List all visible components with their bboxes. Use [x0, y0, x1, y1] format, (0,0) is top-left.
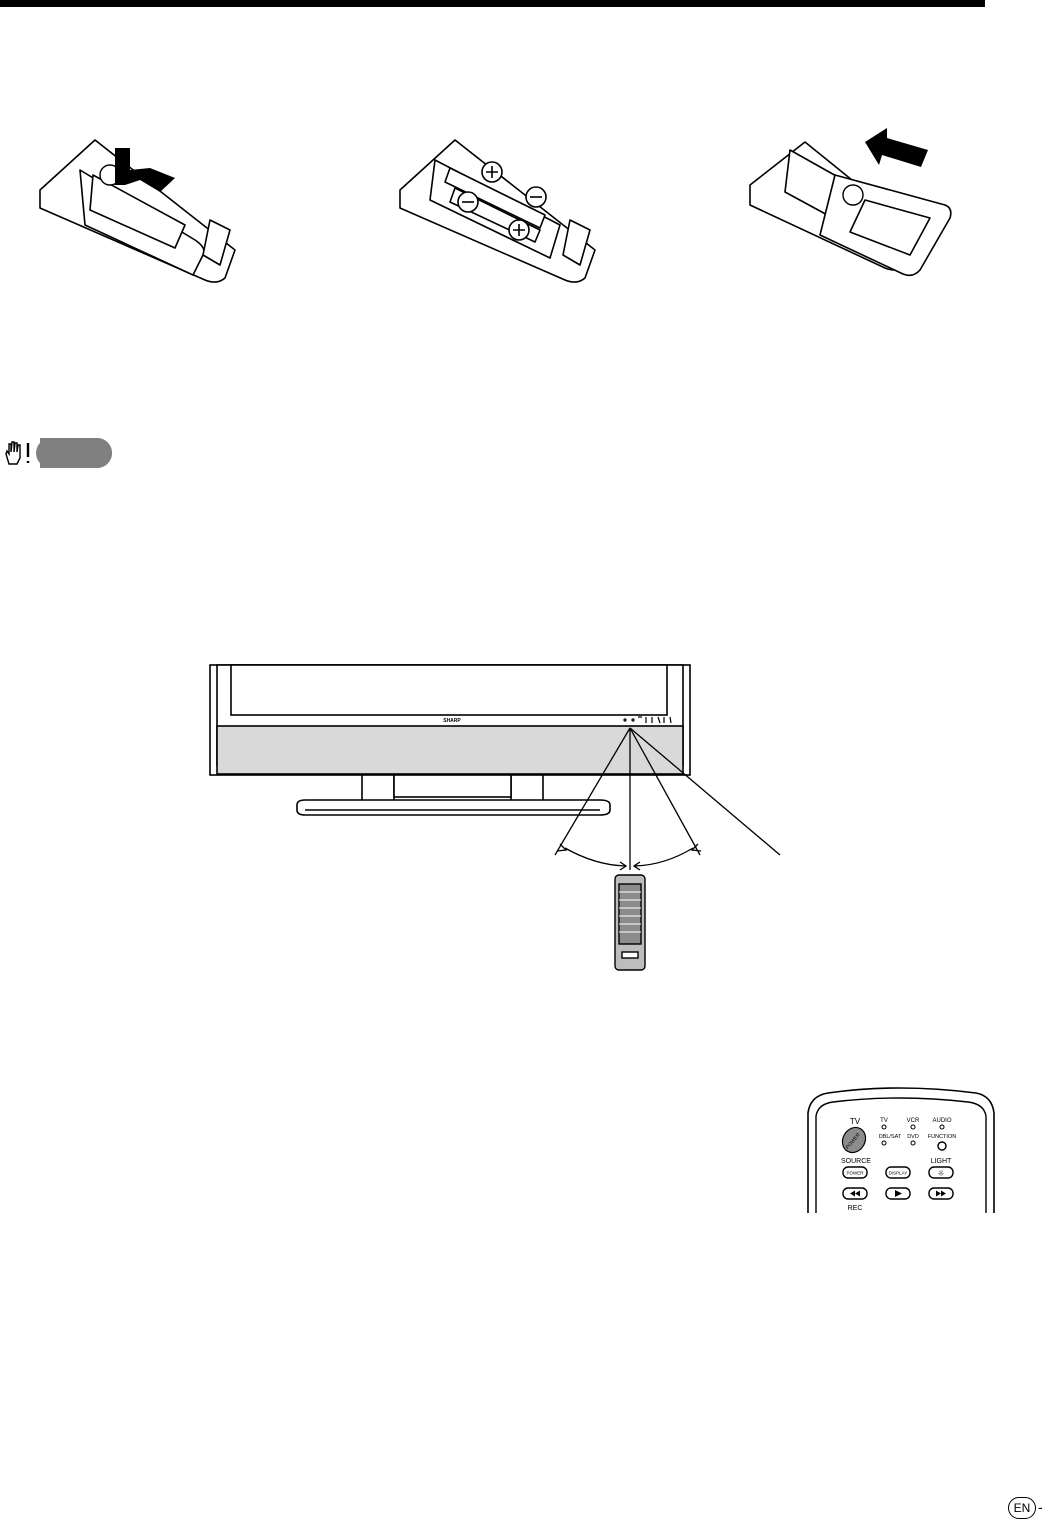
- caution-badge: [0, 438, 112, 468]
- remote-closeup-illustration: TV TV VCR AUDIO DBL/SAT DVD FUNCTION SOU…: [807, 1087, 995, 1213]
- reception-lines: [554, 727, 781, 870]
- remote-source-label: SOURCE: [841, 1158, 871, 1165]
- language-badge: EN: [1008, 1497, 1036, 1519]
- tv-brand-label: SHARP: [443, 718, 461, 724]
- remote-play-button: [885, 1187, 911, 1200]
- remote-light-label: LIGHT: [931, 1158, 952, 1165]
- page-number-suffix: -: [1038, 1499, 1043, 1515]
- remote-display-button-label: DISPLAY: [889, 1171, 908, 1176]
- battery-plus-icon: [508, 219, 530, 241]
- remote-rewind-button: [842, 1187, 868, 1200]
- remote-power-button: POWER: [842, 1166, 868, 1179]
- remote-rec-label: REC: [848, 1205, 863, 1212]
- remote-open-cover-illustration: [39, 139, 236, 283]
- light-sun-icon: ☼: [937, 1169, 944, 1178]
- remote-fastforward-button: [928, 1187, 954, 1200]
- angle-arcs: [556, 843, 702, 871]
- battery-plus-icon: [481, 161, 503, 183]
- tv-reception-angle-diagram: SHARP: [209, 664, 781, 971]
- remote-tv-label: TV: [850, 1117, 861, 1126]
- top-rule: [0, 0, 985, 7]
- remote-control-small: [614, 874, 646, 971]
- caution-hand-icon: [5, 441, 30, 465]
- remote-function-label: FUNCTION: [928, 1134, 956, 1140]
- remote-power-button-label: POWER: [846, 1171, 864, 1176]
- remote-mode-audio-label: AUDIO: [932, 1118, 951, 1124]
- remote-mode-dvd-label: DVD: [907, 1134, 919, 1140]
- remote-display-button: DISPLAY: [885, 1166, 911, 1179]
- remote-mode-vcr-label: VCR: [907, 1118, 920, 1124]
- remote-tv-power-button: POWER: [841, 1126, 867, 1154]
- remote-light-button: ☼: [928, 1166, 954, 1179]
- battery-minus-icon: [525, 186, 547, 208]
- remote-mode-dblsat-label: DBL/SAT: [879, 1134, 902, 1140]
- remote-mode-tv-label: TV: [880, 1118, 888, 1124]
- battery-minus-icon: [457, 191, 479, 213]
- remote-insert-batteries-illustration: [399, 139, 596, 283]
- remote-close-cover-illustration: [749, 128, 952, 277]
